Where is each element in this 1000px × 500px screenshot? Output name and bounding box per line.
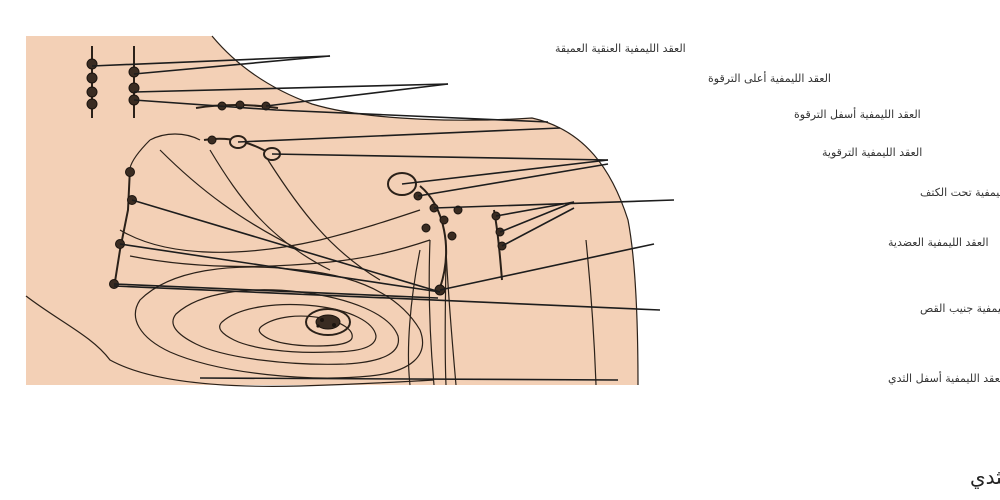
- label-brachial: العقد الليمفية العضدية: [888, 236, 989, 249]
- label-infraclavicular: العقد الليمفية أسفل الترقوة: [794, 107, 921, 121]
- axillary-node-cluster: [387, 172, 463, 386]
- axilla-outline: [445, 249, 457, 386]
- lower-chest-outline: [25, 295, 435, 387]
- shoulder-neck-outline: [211, 35, 639, 386]
- torso-skin-silhouette: [26, 36, 638, 385]
- node-labels: العقد الليمفية العنقية العميقة العقد الل…: [555, 42, 1000, 385]
- label-subscapular: العقد الليمفية تحت الكتف: [920, 186, 1000, 199]
- label-supraclavicular: العقد الليمفية أعلى الترقوة: [708, 71, 831, 85]
- leader-lines: [91, 55, 675, 381]
- nipple-areola: [305, 308, 351, 336]
- label-inframammary: العقد الليمفية أسفل الثدي: [888, 371, 1000, 385]
- label-parasternal: العقد الليمفية جنيب القص: [920, 302, 1000, 315]
- diagram-caption: الصرف اللمفي للثدي: [970, 465, 1000, 490]
- label-clavicular: العقد الليمفية الترقوية: [822, 146, 922, 159]
- label-deep-cervical: العقد الليمفية العنقية العميقة: [555, 42, 686, 55]
